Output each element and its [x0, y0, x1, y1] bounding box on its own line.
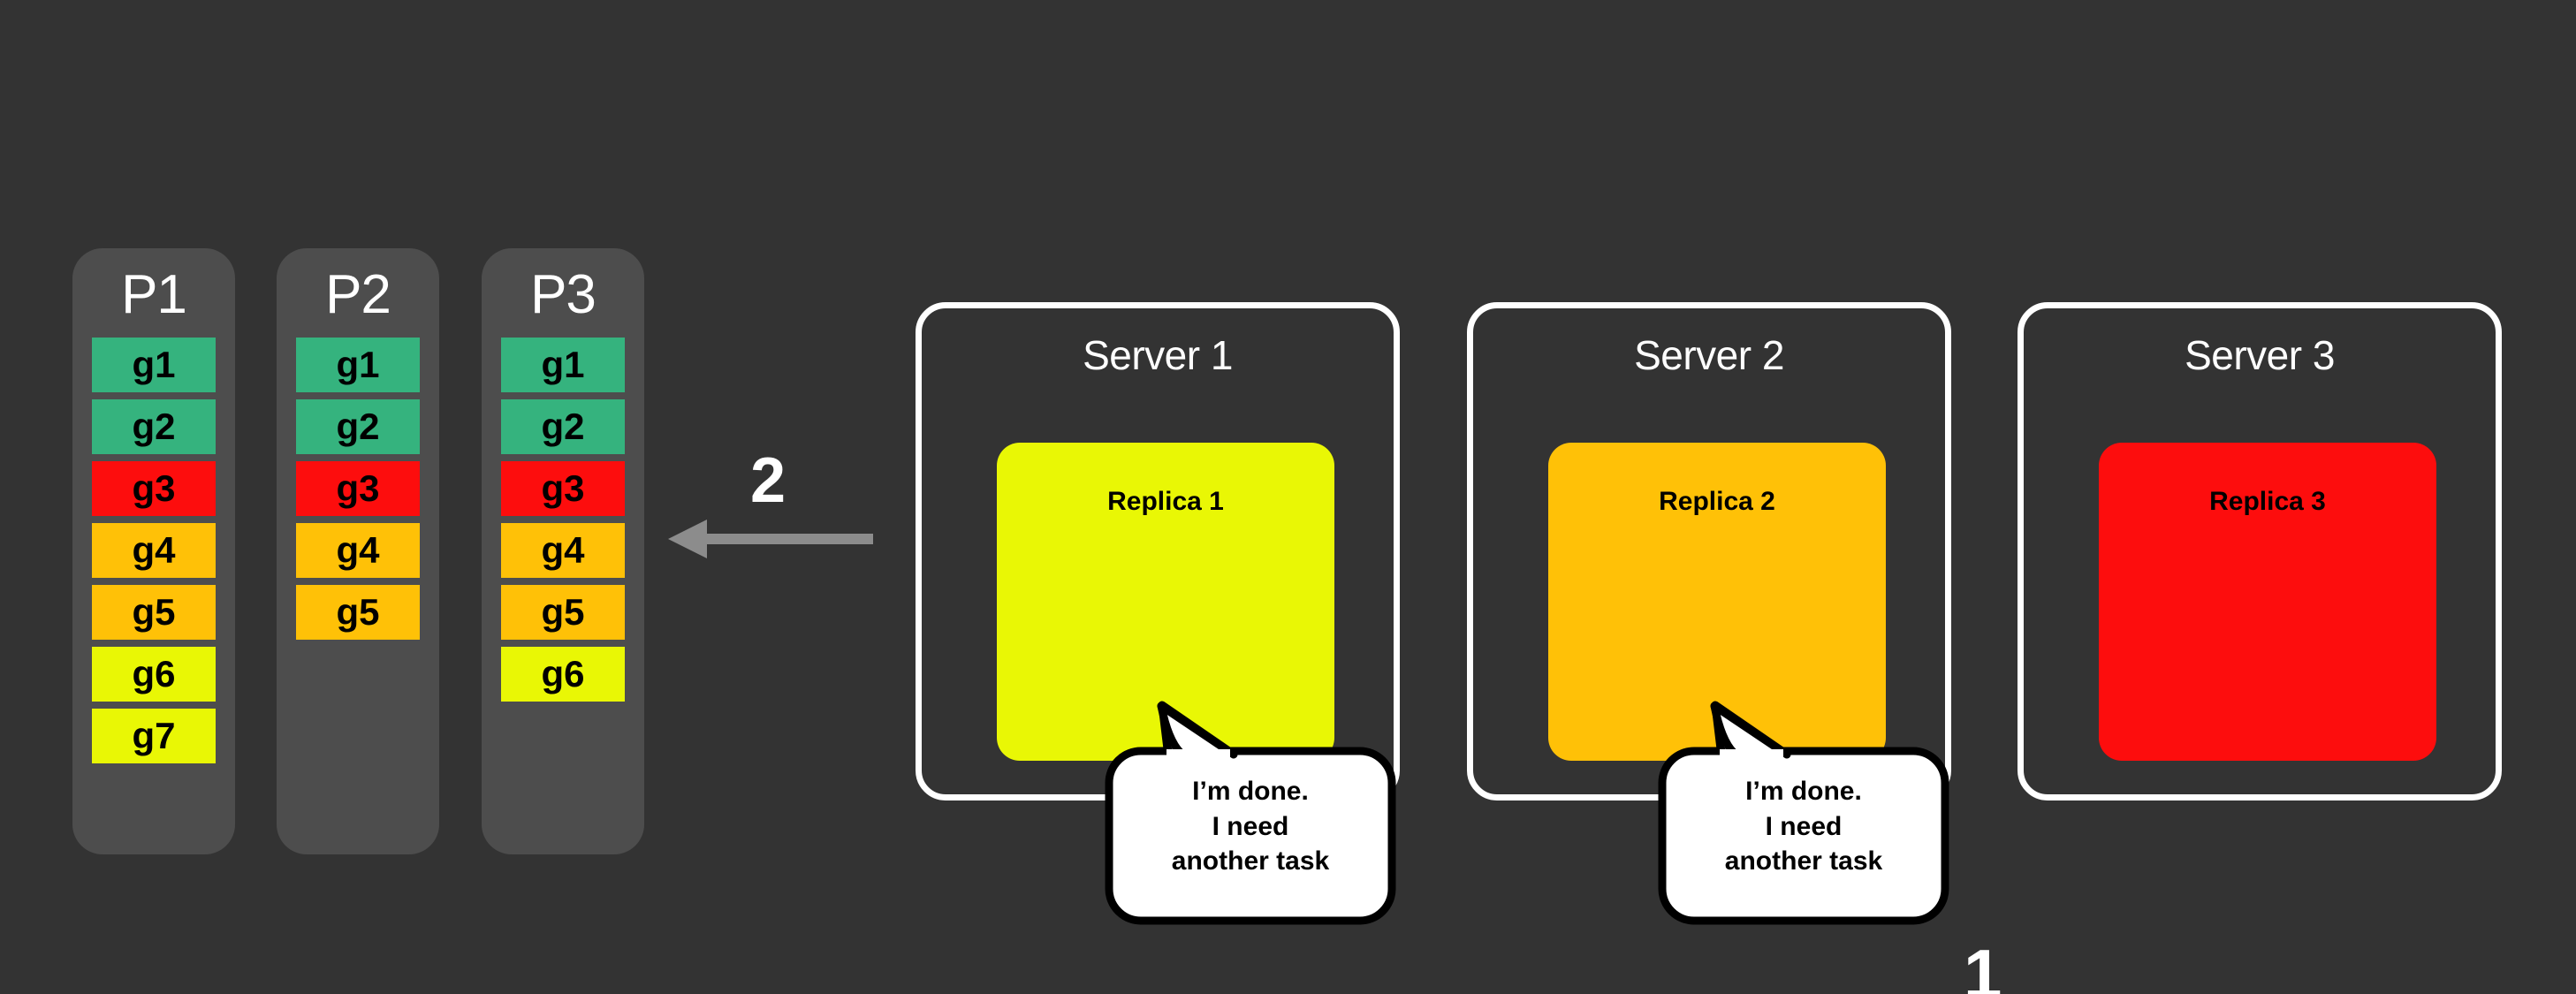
queue-column-p3[interactable]: P3 g1 g2 g3 g4 g5 g6 [482, 248, 644, 854]
task-label: g2 [132, 406, 176, 448]
task-block[interactable]: g5 [92, 585, 216, 641]
task-label: g1 [336, 344, 380, 386]
server-box-2[interactable]: Server 2 Replica 2 [1467, 302, 1951, 801]
task-block[interactable]: g4 [92, 523, 216, 579]
task-label: g5 [132, 591, 176, 634]
task-list-p3: g1 g2 g3 g4 g5 g6 [482, 338, 644, 702]
replica-label-3: Replica 3 [2209, 487, 2326, 516]
queue-column-p2[interactable]: P2 g1 g2 g3 g4 g5 [277, 248, 439, 854]
task-block[interactable]: g6 [92, 647, 216, 702]
queue-title-p3: P3 [530, 264, 597, 325]
task-label: g6 [541, 653, 585, 695]
server-title-1: Server 1 [1083, 332, 1233, 378]
task-label: g1 [541, 344, 585, 386]
task-block[interactable]: g1 [296, 338, 420, 393]
task-label: g4 [132, 529, 176, 572]
queue-column-p1[interactable]: P1 g1 g2 g3 g4 g5 g6 g7 [72, 248, 235, 854]
queue-title-p2: P2 [325, 264, 391, 325]
speech-bubble-server-1[interactable]: I’m done. I need another task [1105, 687, 1396, 926]
task-block[interactable]: g2 [501, 399, 625, 455]
task-block[interactable]: g3 [501, 461, 625, 517]
task-label: g5 [336, 591, 380, 634]
task-label: g4 [336, 529, 380, 572]
task-block[interactable]: g4 [501, 523, 625, 579]
task-label: g3 [541, 467, 585, 510]
queue-title-p1: P1 [121, 264, 187, 325]
task-label: g4 [541, 529, 585, 572]
task-label: g2 [541, 406, 585, 448]
task-block[interactable]: g3 [92, 461, 216, 517]
server-box-1[interactable]: Server 1 Replica 1 [916, 302, 1400, 801]
task-block[interactable]: g1 [501, 338, 625, 393]
step-label-1: 1 [1964, 935, 2002, 994]
task-block[interactable]: g5 [296, 585, 420, 641]
task-block[interactable]: g1 [92, 338, 216, 393]
task-block[interactable]: g4 [296, 523, 420, 579]
task-block[interactable]: g3 [296, 461, 420, 517]
task-list-p1: g1 g2 g3 g4 g5 g6 g7 [72, 338, 235, 764]
replica-box-3[interactable]: Replica 3 [2099, 443, 2436, 761]
task-block[interactable]: g7 [92, 709, 216, 764]
replica-label-1: Replica 1 [1107, 487, 1224, 516]
task-block[interactable]: g2 [296, 399, 420, 455]
task-label: g7 [132, 715, 176, 757]
task-block[interactable]: g6 [501, 647, 625, 702]
task-block[interactable]: g5 [501, 585, 625, 641]
task-label: g1 [132, 344, 176, 386]
task-flow-arrow-icon [668, 520, 873, 558]
server-title-3: Server 3 [2185, 332, 2335, 378]
task-label: g3 [132, 467, 176, 510]
task-label: g5 [541, 591, 585, 634]
task-block[interactable]: g2 [92, 399, 216, 455]
task-list-p2: g1 g2 g3 g4 g5 [277, 338, 439, 641]
task-label: g6 [132, 653, 176, 695]
speech-bubble-server-2[interactable]: I’m done. I need another task [1658, 687, 1949, 926]
replica-label-2: Replica 2 [1659, 487, 1775, 516]
task-label: g2 [336, 406, 380, 448]
server-title-2: Server 2 [1634, 332, 1784, 378]
task-label: g3 [336, 467, 380, 510]
step-label-2: 2 [750, 445, 786, 516]
server-box-3[interactable]: Server 3 Replica 3 [2017, 302, 2502, 801]
